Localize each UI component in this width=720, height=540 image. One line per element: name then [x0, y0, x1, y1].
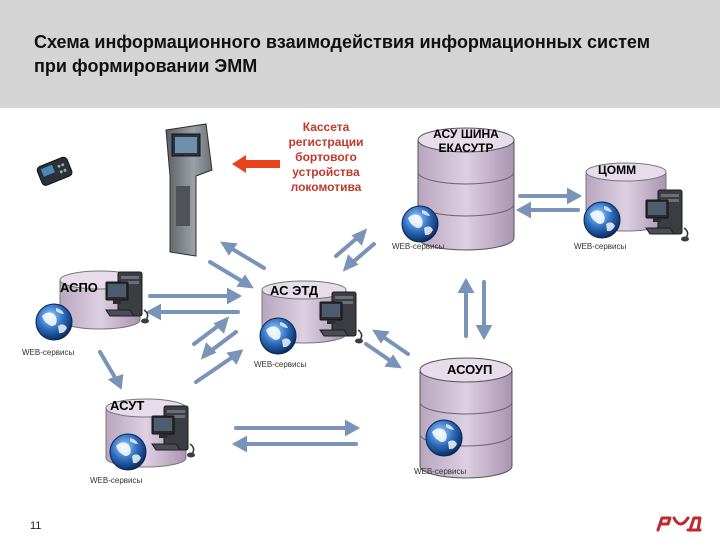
arrow-asushina-comm: [515, 187, 583, 219]
label-asoup: АСОУП: [447, 362, 493, 377]
web-services-label: WEB-сервисы: [254, 360, 307, 369]
globe-icon: [583, 201, 621, 239]
web-services-label: WEB-сервисы: [22, 348, 75, 357]
arrow-asetd-kiosk-diag: [192, 316, 238, 360]
cassette-label: Кассета регистрации бортового устройства…: [288, 120, 364, 194]
label-asut: АСУТ: [110, 398, 145, 413]
arrow-kiosk-asetd: [208, 241, 266, 289]
web-services-label: WEB-сервисы: [574, 242, 627, 251]
web-services-label: WEB-сервисы: [392, 242, 445, 251]
globe-icon: [401, 205, 439, 243]
globe-icon: [35, 303, 73, 341]
arrow-aspo-asetd: [145, 287, 243, 321]
arrow-asushina-asoup: [457, 277, 493, 341]
red-arrow-icon: [232, 155, 280, 173]
rzd-logo: [656, 516, 702, 532]
arrow-aspo-asut: [98, 350, 124, 390]
database-asu-shina: [417, 127, 515, 251]
web-services-label: WEB-сервисы: [90, 476, 143, 485]
label-as-etd: АС ЭТД: [270, 283, 319, 298]
arrow-asushina-asetd: [334, 228, 376, 272]
handheld-device-icon: [36, 156, 73, 186]
label-aspo: АСПО: [60, 280, 98, 295]
page-number: 11: [30, 520, 42, 532]
connection-arrows: [98, 187, 583, 453]
arrow-asetd-asut: [194, 349, 244, 384]
header-band: [0, 0, 720, 108]
arrow-asetd-asoup: [364, 329, 410, 369]
label-asu-shina: АСУ ШИНА ЕКАСУТР: [433, 127, 499, 155]
arrow-asut-asoup: [231, 419, 361, 453]
globe-icon: [259, 317, 297, 355]
label-comm: ЦОММ: [598, 163, 637, 177]
globe-icon: [425, 419, 463, 457]
web-services-label: WEB-сервисы: [414, 467, 467, 476]
slide-title: Схема информационного взаимодействия инф…: [34, 32, 651, 76]
globe-icon: [109, 433, 147, 471]
kiosk-icon: [165, 123, 213, 257]
